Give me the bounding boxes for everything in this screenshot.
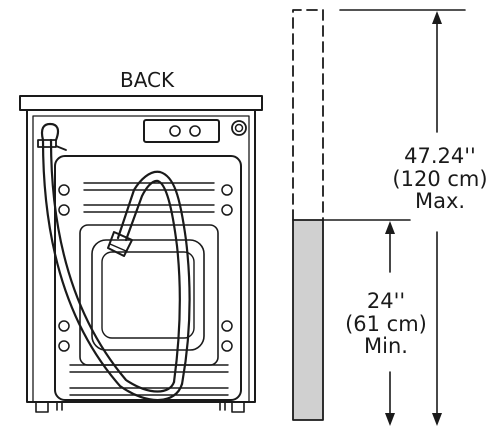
- control-box: [143, 119, 220, 143]
- washer-cabinet: [26, 109, 256, 403]
- arrow-down-icon: [432, 413, 442, 426]
- max-measure-cm: (120 cm): [392, 166, 488, 191]
- dimension-lines: [322, 9, 466, 419]
- min-measure-cm: (61 cm): [345, 311, 427, 336]
- washer-body: [19, 95, 263, 413]
- back-label: BACK: [120, 68, 175, 92]
- min-qualifier: Min.: [364, 334, 408, 359]
- power-cord-icon: [231, 120, 247, 136]
- hose-end-fitting: [107, 231, 133, 257]
- port-icon: [189, 125, 201, 137]
- access-cover: [91, 239, 205, 351]
- min-height-label: 24'' (61 cm) Min.: [344, 290, 428, 358]
- access-cover-inner: [101, 251, 195, 339]
- drain-hose: [37, 122, 191, 402]
- max-qualifier: Max.: [414, 189, 466, 214]
- washer-top-panel: [19, 95, 263, 111]
- max-measure-inches: 47.24'': [404, 144, 476, 168]
- arrow-up-icon: [432, 11, 442, 24]
- hose-clip: [37, 139, 57, 148]
- screw-holes: [58, 184, 233, 352]
- access-frame: [79, 224, 219, 366]
- port-icon: [169, 125, 181, 137]
- standpipe: [292, 9, 324, 421]
- arrow-up-icon: [385, 221, 395, 234]
- washer-inner-frame: [32, 115, 250, 403]
- washer-feet: [35, 401, 245, 413]
- hose-elbow: [40, 122, 60, 142]
- power-cord-icon-inner: [234, 123, 244, 133]
- arrow-down-icon: [385, 413, 395, 426]
- standpipe-max-extension: [292, 9, 324, 221]
- min-measure-inches: 24'': [366, 289, 406, 313]
- standpipe-fill: [292, 219, 324, 421]
- max-height-label: 47.24'' (120 cm) Max.: [384, 145, 492, 213]
- arrowheads: [385, 11, 442, 426]
